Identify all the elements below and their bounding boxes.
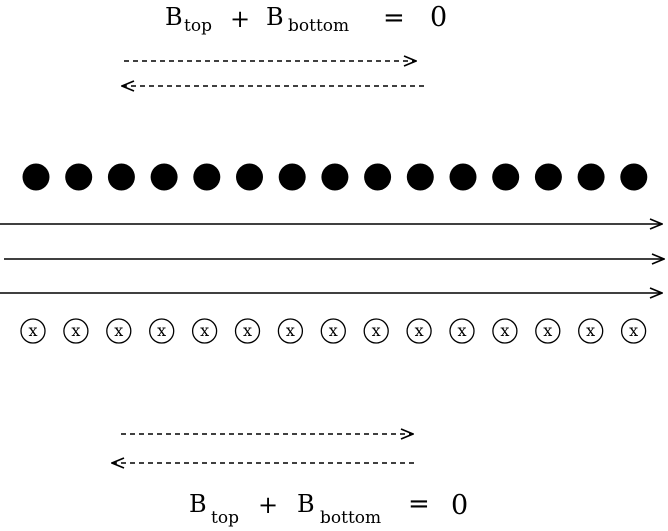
cross-label: x bbox=[200, 321, 209, 340]
bottom-eq-b2: B bbox=[297, 490, 315, 518]
field-cross-into-page: x bbox=[449, 318, 475, 344]
top-eq-b2: B bbox=[266, 3, 284, 31]
field-dot-out-of-page bbox=[620, 163, 648, 191]
top-eq-sub2: bottom bbox=[288, 16, 349, 36]
field-dot-out-of-page bbox=[22, 163, 50, 191]
cross-label: x bbox=[114, 321, 123, 340]
bottom-eq-plus: + bbox=[258, 491, 278, 519]
cross-label: x bbox=[243, 321, 252, 340]
field-dot-out-of-page bbox=[65, 163, 93, 191]
field-cross-into-page: x bbox=[277, 318, 304, 344]
cross-label: x bbox=[457, 321, 466, 340]
field-cross-into-page: x bbox=[492, 318, 518, 344]
cross-label: x bbox=[329, 321, 338, 340]
top-eq-rhs: 0 bbox=[430, 2, 447, 33]
cross-label: x bbox=[629, 321, 638, 340]
field-dot-out-of-page bbox=[193, 163, 221, 191]
cross-label: x bbox=[157, 321, 166, 340]
top-eq-sub1: top bbox=[184, 16, 212, 36]
bottom-eq-rhs: 0 bbox=[451, 490, 468, 521]
field-dot-out-of-page bbox=[364, 163, 392, 191]
cross-label: x bbox=[372, 321, 381, 340]
field-dot-out-of-page bbox=[534, 163, 562, 191]
top-eq-equals: = bbox=[383, 3, 405, 33]
cross-label: x bbox=[586, 321, 595, 340]
field-cross-into-page: x bbox=[535, 318, 561, 344]
field-dot-out-of-page bbox=[406, 163, 434, 191]
field-cross-into-page: x bbox=[63, 318, 89, 344]
cross-label: x bbox=[415, 321, 424, 340]
field-cross-into-page: x bbox=[191, 318, 218, 344]
dots-out-of-page-row bbox=[22, 163, 648, 191]
field-cross-into-page: x bbox=[578, 318, 604, 344]
cross-label: x bbox=[500, 321, 509, 340]
field-dot-out-of-page bbox=[321, 163, 349, 191]
field-dot-out-of-page bbox=[449, 163, 477, 191]
cross-label: x bbox=[71, 321, 80, 340]
top-eq-b1: B bbox=[165, 3, 183, 31]
bottom-eq-b1: B bbox=[189, 490, 207, 518]
field-cross-into-page: x bbox=[20, 318, 46, 344]
top-equation: B top + B bottom = 0 bbox=[165, 2, 447, 36]
field-dot-out-of-page bbox=[278, 163, 306, 191]
cross-label: x bbox=[28, 321, 37, 340]
bottom-eq-sub1: top bbox=[211, 508, 239, 528]
field-cross-into-page: x bbox=[320, 318, 346, 344]
field-dot-out-of-page bbox=[150, 163, 178, 191]
top-eq-plus: + bbox=[230, 5, 250, 33]
cross-label: x bbox=[543, 321, 552, 340]
field-dot-out-of-page bbox=[577, 163, 605, 191]
bottom-equation: B top + B bottom = 0 bbox=[189, 489, 468, 528]
field-cross-into-page: x bbox=[106, 318, 132, 344]
field-cross-into-page: x bbox=[620, 318, 647, 344]
bottom-eq-sub2: bottom bbox=[320, 508, 381, 528]
field-cross-into-page: x bbox=[234, 318, 261, 344]
field-cross-into-page: x bbox=[363, 318, 389, 344]
field-cross-into-page: x bbox=[149, 318, 175, 344]
bottom-eq-equals: = bbox=[408, 489, 430, 519]
field-dot-out-of-page bbox=[107, 163, 135, 191]
cross-label: x bbox=[286, 321, 295, 340]
field-dot-out-of-page bbox=[236, 163, 263, 191]
field-dot-out-of-page bbox=[492, 163, 520, 191]
field-cross-into-page: x bbox=[406, 318, 432, 344]
